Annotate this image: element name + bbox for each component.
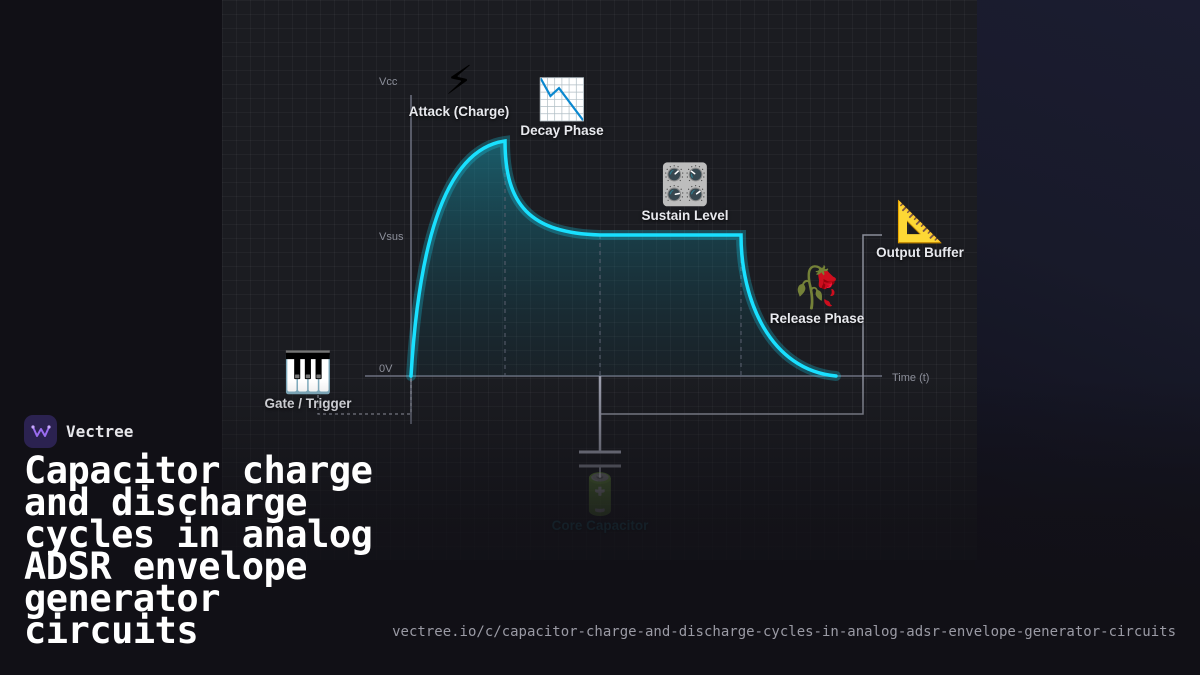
node-gate[interactable]: 🎹 Gate / Trigger: [233, 350, 383, 411]
node-release-label: Release Phase: [769, 311, 865, 326]
chart-decreasing-icon: 📉: [537, 77, 587, 123]
battery-icon: 🔋: [575, 472, 625, 518]
wilted-flower-icon: 🥀: [792, 265, 842, 311]
axis-label-vcc: Vcc: [379, 76, 398, 88]
node-output-label: Output Buffer: [876, 245, 964, 260]
triangular-ruler-icon: 📐: [895, 199, 945, 245]
lightning-icon: ⚡: [444, 58, 474, 104]
node-decay-label: Decay Phase: [520, 123, 604, 138]
page-title: Capacitor charge and discharge cycles in…: [24, 449, 373, 652]
control-knobs-icon: 🎛️: [660, 162, 710, 208]
node-release[interactable]: 🥀 Release Phase: [742, 265, 892, 326]
node-sustain[interactable]: 🎛️ Sustain Level: [610, 162, 760, 223]
node-gate-label: Gate / Trigger: [264, 396, 352, 411]
axis-label-vsus: Vsus: [379, 231, 404, 243]
node-attack-label: Attack (Charge): [408, 104, 510, 119]
axis-label-time: Time (t): [892, 372, 929, 384]
brand-name: Vectree: [66, 422, 134, 441]
page-url[interactable]: vectree.io/c/capacitor-charge-and-discha…: [392, 624, 1176, 640]
node-output[interactable]: 📐 Output Buffer: [845, 199, 995, 260]
piano-keys-icon: 🎹: [283, 350, 333, 396]
envelope-curve: [409, 138, 838, 378]
node-sustain-label: Sustain Level: [641, 208, 729, 223]
axis-label-zero: 0V: [379, 363, 393, 375]
node-decay[interactable]: 📉 Decay Phase: [487, 77, 637, 138]
vectree-logo-icon: [24, 415, 57, 448]
node-attack[interactable]: ⚡ Attack (Charge): [384, 58, 534, 119]
node-core[interactable]: 🔋 Core Capacitor: [525, 472, 675, 533]
node-core-label: Core Capacitor: [551, 518, 649, 533]
brand[interactable]: Vectree: [24, 415, 133, 448]
